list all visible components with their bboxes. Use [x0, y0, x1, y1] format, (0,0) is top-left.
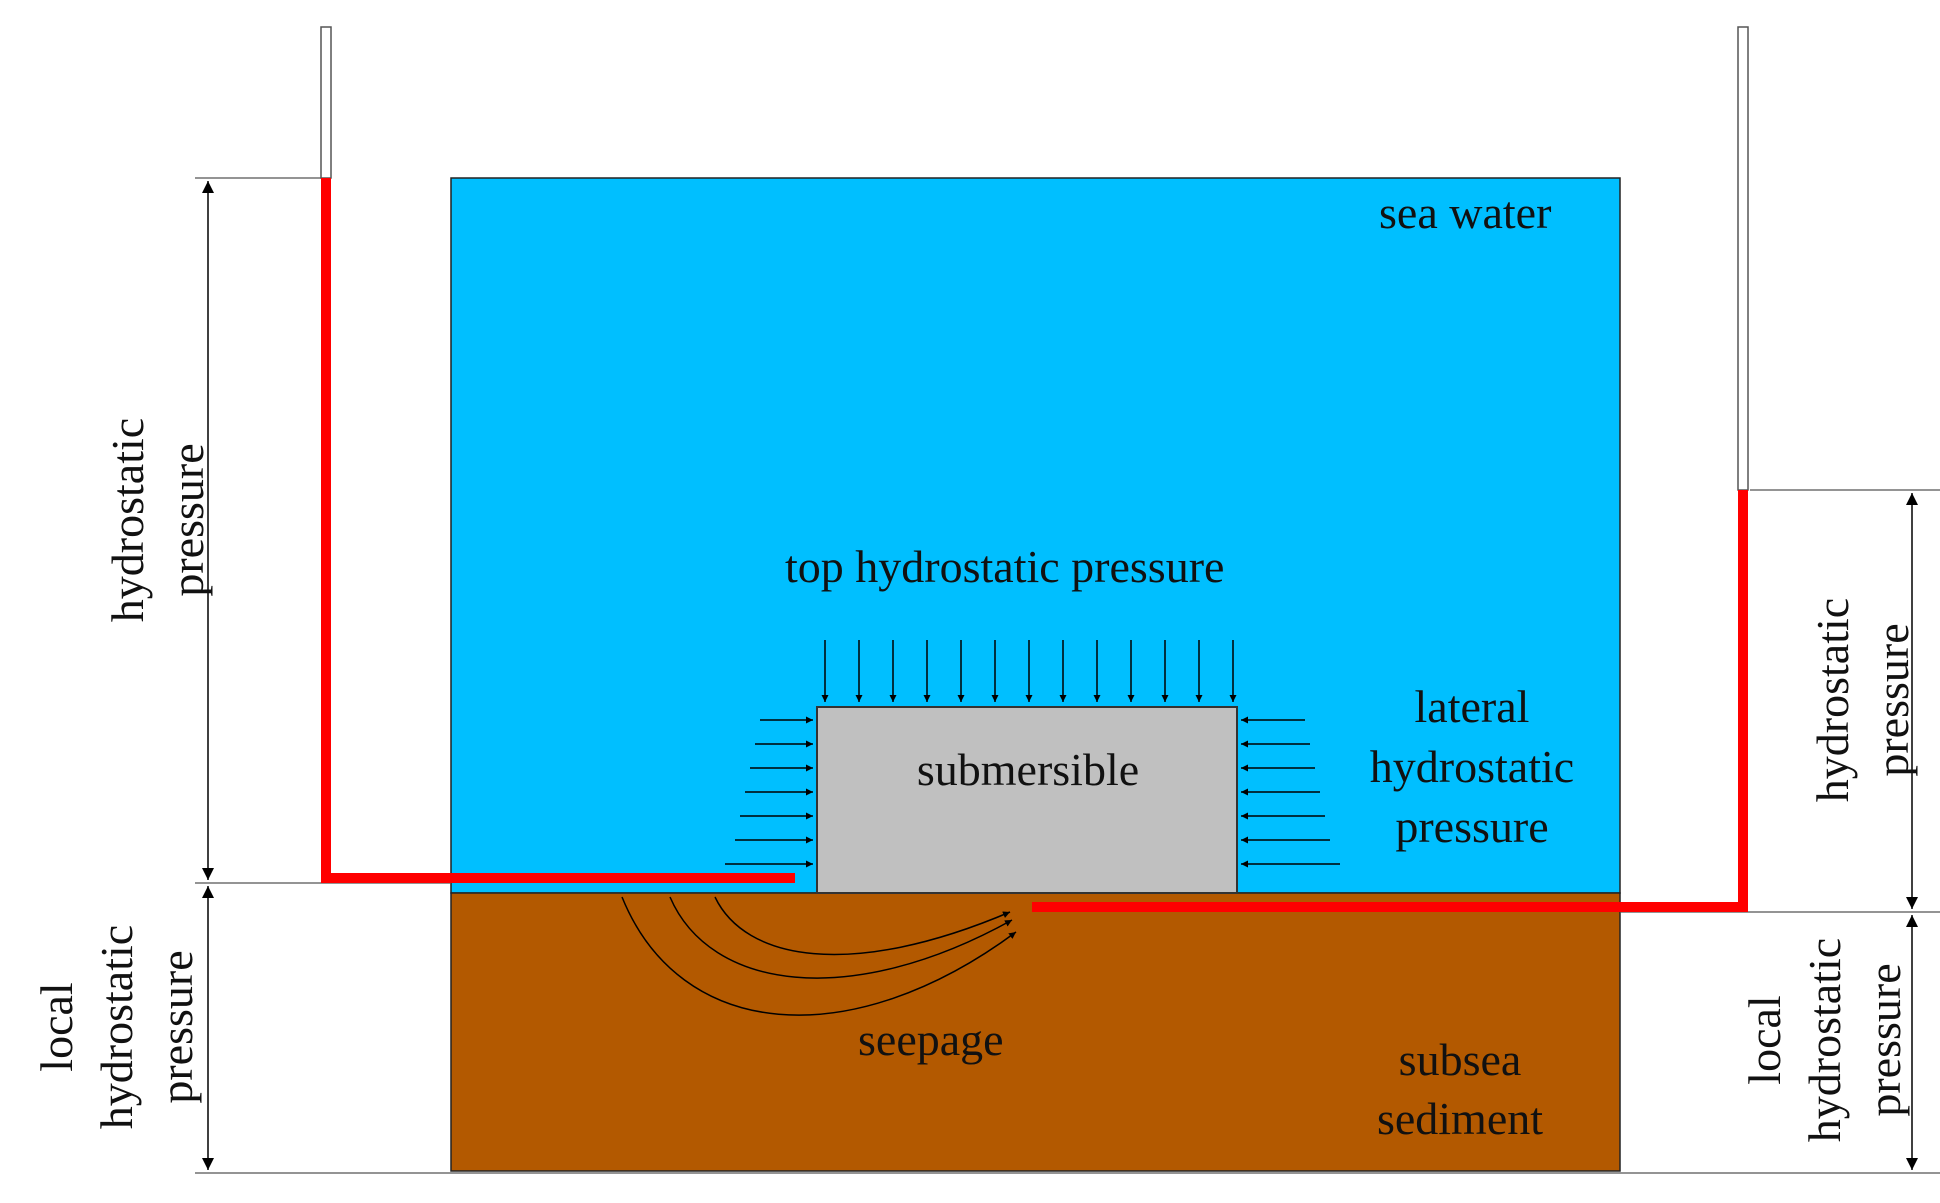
svg-text:hydrostatic: hydrostatic [102, 418, 153, 622]
submersible-label: submersible [917, 744, 1139, 795]
right-lateral-pressure-arrows [1241, 716, 1340, 868]
svg-text:pressure: pressure [162, 443, 213, 596]
svg-text:hydrostatic: hydrostatic [1807, 598, 1858, 802]
right-piezometer [1032, 26, 1749, 912]
submersible-block [816, 706, 1238, 894]
left-piezometer-empty-tube [320, 26, 332, 179]
svg-text:local: local [31, 982, 82, 1071]
svg-text:pressure: pressure [1867, 623, 1918, 776]
seepage-label: seepage [858, 1014, 1004, 1065]
svg-text:pressure: pressure [1859, 963, 1910, 1116]
right-piezometer-empty-tube [1737, 26, 1749, 491]
left-lower-hydrostatic-label: local hydrostatic pressure [31, 925, 202, 1129]
left-upper-hydrostatic-label: hydrostatic pressure [102, 418, 213, 622]
left-piezometer [320, 26, 795, 883]
svg-text:local: local [1739, 995, 1790, 1084]
seepage-flow-lines [621, 896, 1017, 1016]
top-pressure-label: top hydrostatic pressure [785, 541, 1224, 592]
svg-text:pressure: pressure [151, 950, 202, 1103]
lateral-pressure-label-line2: hydrostatic [1370, 741, 1574, 792]
right-lower-hydrostatic-label: local hydrostatic pressure [1739, 938, 1910, 1142]
sea-water-label: sea water [1379, 187, 1551, 238]
sediment-label-line2: sediment [1377, 1093, 1543, 1144]
right-piezometer-water-column [1032, 490, 1748, 912]
left-piezometer-water-column [321, 178, 795, 883]
left-lateral-pressure-arrows [725, 716, 813, 868]
sediment-region [450, 892, 1621, 1172]
svg-text:hydrostatic: hydrostatic [91, 925, 142, 1129]
svg-text:hydrostatic: hydrostatic [1799, 938, 1850, 1142]
dimension-arrows [202, 181, 1918, 1170]
lateral-pressure-label-line1: lateral [1415, 681, 1530, 732]
sediment-label-line1: subsea [1399, 1034, 1522, 1085]
lateral-pressure-label-line3: pressure [1395, 801, 1548, 852]
top-pressure-arrows [821, 640, 1237, 702]
right-upper-hydrostatic-label: hydrostatic pressure [1807, 598, 1918, 802]
